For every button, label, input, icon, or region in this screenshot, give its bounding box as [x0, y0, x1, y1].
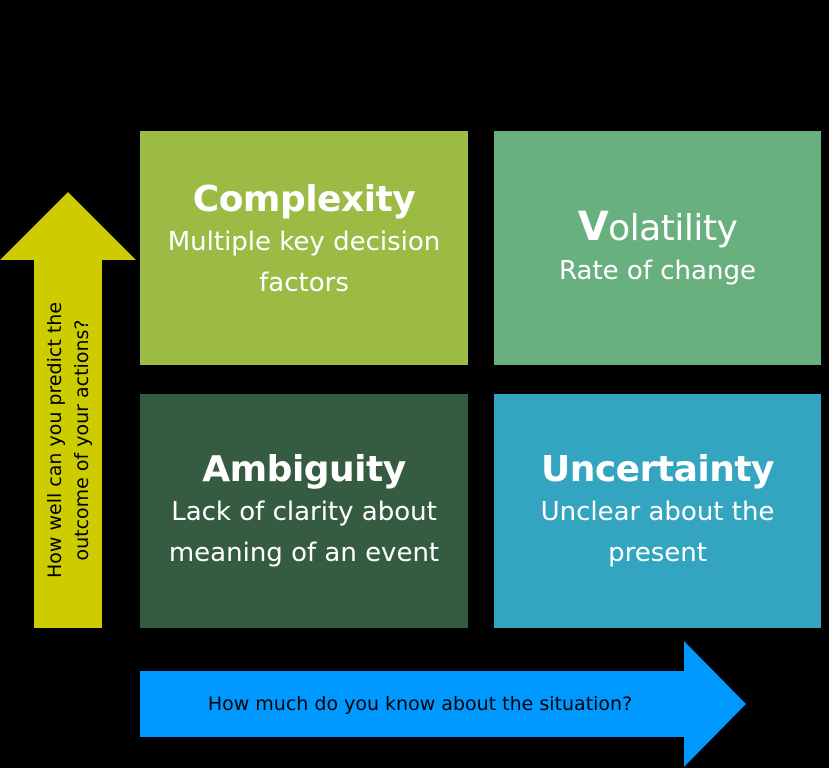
volatility-title-initial: V	[577, 203, 609, 250]
volatility-title-rest: olatility	[608, 207, 738, 249]
ambiguity-title: Ambiguity	[202, 449, 406, 490]
complexity-description: Multiple key decision factors	[167, 227, 441, 298]
uncertainty-title: Uncertainty	[540, 449, 775, 490]
x-arrow-shape	[140, 641, 746, 767]
y-axis-label-container: How well can you predict the outcome of …	[34, 260, 104, 620]
uncertainty-description: Unclear about the present	[540, 497, 775, 568]
quadrant-uncertainty: Uncertainty Unclear about the present	[494, 394, 821, 628]
quadrant-ambiguity: Ambiguity Lack of clarity about meaning …	[140, 394, 468, 628]
quadrant-complexity: Complexity Multiple key decision factors	[140, 131, 468, 365]
x-axis-label: How much do you know about the situation…	[207, 693, 633, 715]
quadrant-volatility: Volatility Rate of change	[494, 131, 821, 365]
ambiguity-description: Lack of clarity about meaning of an even…	[168, 497, 440, 568]
y-axis-label: How well can you predict the outcome of …	[44, 301, 93, 579]
complexity-title: Complexity	[192, 179, 416, 220]
volatility-description: Rate of change	[559, 255, 756, 286]
volatility-title: Volatility	[578, 205, 738, 251]
y-arrow-shape	[0, 192, 136, 628]
